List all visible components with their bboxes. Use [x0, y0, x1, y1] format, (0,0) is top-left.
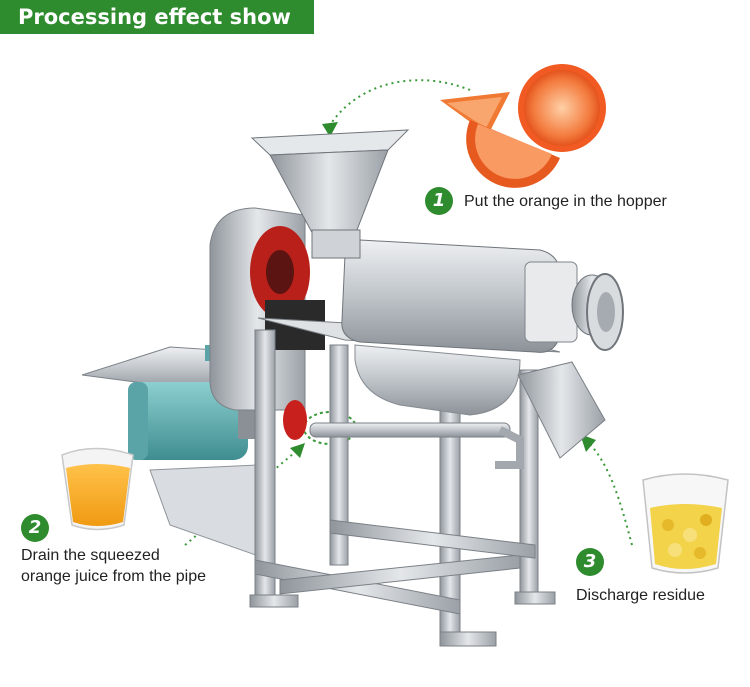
small-pulley — [283, 400, 307, 440]
arrow-head-1 — [322, 122, 338, 137]
lower-chute — [149, 464, 271, 561]
orange-slices-image — [440, 64, 606, 188]
step-2-badge: 2 — [21, 514, 49, 542]
juice-pipe — [309, 422, 511, 438]
arrow-path-1 — [329, 79, 471, 126]
section-banner: Processing effect show — [0, 0, 314, 34]
step-2-text-line-1: Drain the squeezed — [21, 547, 160, 564]
arrow-head-2 — [290, 443, 305, 458]
step-2-text-line-2: orange juice from the pipe — [21, 568, 206, 585]
step-1-badge: 1 — [425, 187, 453, 215]
feed-hopper — [250, 129, 410, 259]
screw-press-drum — [341, 239, 624, 353]
residue-glass-image — [642, 473, 729, 574]
residue-chute — [517, 361, 606, 459]
arrow-head-3 — [580, 434, 596, 452]
juice-glass-image — [61, 447, 134, 531]
arrow-path-3 — [587, 441, 633, 546]
step-3-badge: 3 — [576, 548, 604, 576]
juice-tank — [354, 344, 521, 416]
step-1-text: Put the orange in the hopper — [464, 193, 667, 210]
step-3-text: Discharge residue — [576, 587, 705, 604]
